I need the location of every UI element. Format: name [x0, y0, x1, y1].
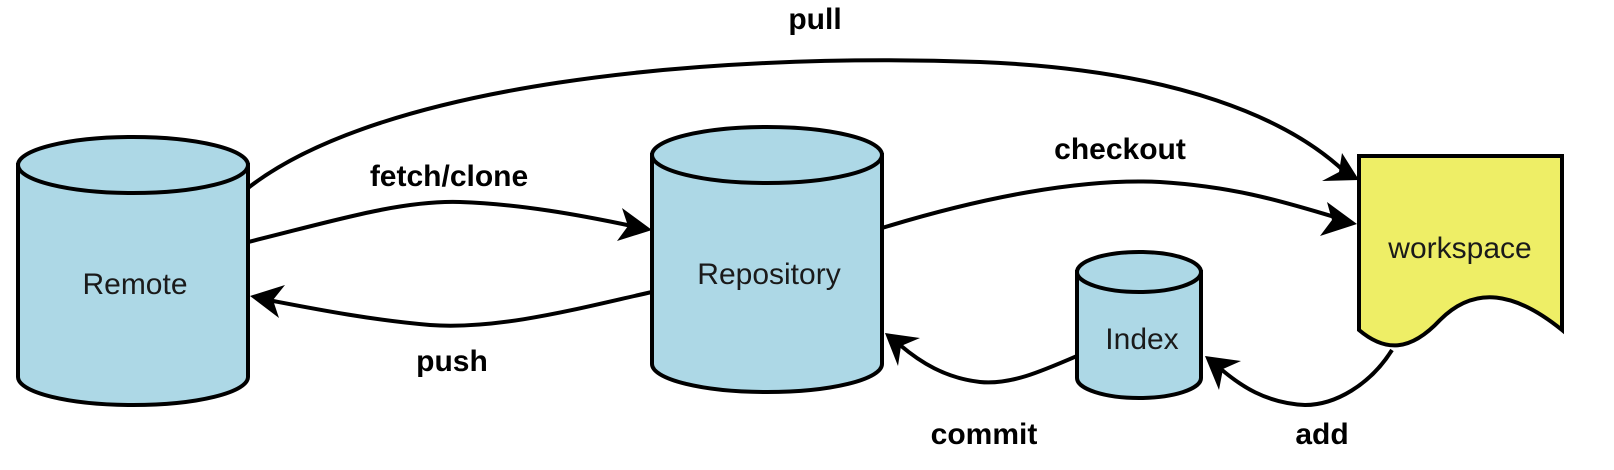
workspace-label: workspace: [1387, 232, 1531, 265]
fetch-clone-arrow-line: [247, 199, 633, 244]
index-cylinder-top: [1075, 250, 1203, 294]
fetch-clone-arrowhead: [617, 208, 652, 241]
pull-edge: [246, 58, 1359, 190]
add-label: add: [1295, 418, 1348, 451]
repository-cylinder-body: [650, 153, 884, 394]
add-edge: [1205, 348, 1394, 408]
checkout-arrowhead: [1320, 202, 1357, 236]
index-node: Index: [1075, 250, 1203, 400]
workspace-node: workspace: [1357, 154, 1564, 348]
fetch-clone-label: fetch/clone: [370, 160, 528, 193]
workspace-document-shape: [1357, 154, 1564, 348]
push-edge: [250, 285, 653, 328]
pull-arrowhead: [1322, 153, 1359, 181]
repository-cylinder-top: [650, 125, 884, 185]
add-arrowhead: [1205, 356, 1241, 390]
pull-arrow-line: [246, 58, 1347, 190]
checkout-edge: [881, 179, 1357, 236]
repository-label: Repository: [697, 258, 840, 291]
commit-label: commit: [931, 418, 1038, 451]
commit-arrowhead: [885, 333, 920, 366]
index-label: Index: [1105, 323, 1178, 356]
pull-label: pull: [788, 3, 841, 36]
index-cylinder-body: [1075, 270, 1203, 400]
push-label: push: [416, 345, 488, 378]
remote-label: Remote: [82, 268, 187, 301]
fetch-clone-edge: [247, 199, 652, 244]
remote-cylinder-top: [16, 135, 250, 195]
push-arrow-line: [267, 290, 653, 328]
checkout-arrow-line: [881, 179, 1339, 230]
remote-cylinder-body: [16, 163, 250, 407]
commit-arrow-line: [898, 343, 1078, 385]
checkout-label: checkout: [1054, 133, 1186, 166]
repository-node: Repository: [650, 125, 884, 394]
remote-node: Remote: [16, 135, 250, 407]
commit-edge: [885, 333, 1078, 385]
add-arrow-line: [1220, 348, 1394, 408]
push-arrowhead: [250, 285, 285, 318]
